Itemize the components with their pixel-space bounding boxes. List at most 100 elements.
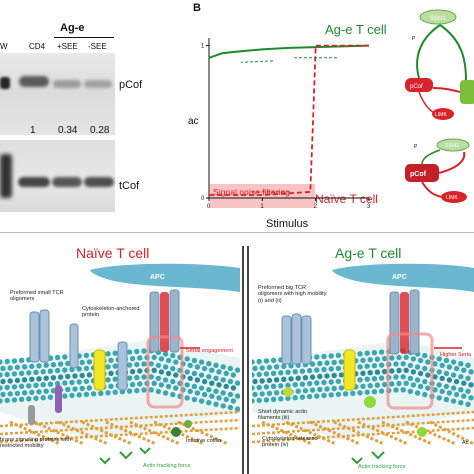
lipid-bead (321, 393, 326, 398)
lipid-bead (127, 388, 132, 393)
big-tcr-3 (302, 316, 311, 364)
lane-label-see-plus: +SEE (57, 42, 78, 51)
lipid-bead (173, 385, 178, 390)
lipid-bead (221, 390, 226, 395)
lipid-bead (372, 363, 377, 368)
lipid-bead (41, 395, 46, 400)
lipid-bead (278, 396, 283, 401)
lipid-bead (170, 392, 175, 397)
lipid-bead (84, 353, 89, 358)
lipid-bead (314, 393, 319, 398)
lipid-bead (170, 379, 175, 384)
lipid-bead (382, 382, 387, 387)
lipid-bead (267, 365, 272, 370)
lipid-bead (365, 390, 370, 395)
lipid-bead (252, 392, 257, 397)
lipid-bead (281, 377, 286, 382)
lipid-bead (80, 386, 85, 391)
lipid-bead (58, 374, 63, 379)
lipid-bead (401, 387, 406, 392)
chart-layer: 012301 (201, 38, 371, 210)
lipid-bead (26, 396, 31, 401)
lipid-bead (29, 390, 34, 395)
lipid-bead (209, 381, 214, 386)
apc-membrane-left (90, 264, 240, 292)
lipid-bead (329, 379, 334, 384)
lipid-bead (228, 379, 233, 384)
lipid-bead (141, 387, 146, 392)
signaling-protein-1 (55, 385, 62, 413)
lipid-bead (252, 366, 257, 371)
lipid-bead (260, 365, 265, 370)
lipid-bead (141, 361, 146, 366)
lipid-bead (365, 377, 370, 382)
lipid-bead (19, 358, 24, 363)
lipid-bead (202, 392, 207, 397)
lipid-bead (324, 386, 329, 391)
lipid-bead (257, 372, 262, 377)
lipid-bead (415, 377, 420, 382)
lipid-bead (310, 387, 315, 392)
lipid-bead (185, 356, 190, 361)
tcr-oligomer-1 (30, 312, 39, 362)
lipid-bead (444, 358, 449, 363)
lipid-bead (130, 356, 135, 361)
lipid-bead (192, 371, 197, 376)
lipid-bead (271, 384, 276, 389)
lipid-bead (213, 363, 218, 368)
lipid-bead (336, 379, 341, 384)
lipid-bead (105, 377, 110, 382)
lipid-bead (293, 382, 298, 387)
x-tick-label-0: 0 (207, 204, 211, 210)
lipid-bead (134, 349, 139, 354)
lipid-bead (62, 393, 67, 398)
lipid-bead (206, 374, 211, 379)
lipid-bead (62, 380, 67, 385)
lipid-bead (447, 364, 452, 369)
actin-force-arrow-3 (140, 448, 150, 453)
lipid-bead (336, 366, 341, 371)
lipid-bead (257, 359, 262, 364)
lipid-bead (321, 354, 326, 359)
lipid-bead (19, 397, 24, 402)
series-line-naive (209, 46, 369, 195)
lipid-bead (199, 398, 204, 403)
lipid-bead (329, 353, 334, 358)
lipid-bead (87, 359, 92, 364)
lipid-bead (465, 363, 470, 368)
signaling-schematic: SSH1 pCof LIMK P SSH1 pCof LIMK P (400, 0, 474, 205)
panel-b-letter: B (193, 2, 201, 14)
lipid-bead (185, 382, 190, 387)
lipid-bead (156, 376, 161, 381)
lipid-bead (336, 392, 341, 397)
lipid-bead (422, 392, 427, 397)
lipid-bead (48, 395, 53, 400)
lipid-bead (113, 377, 118, 382)
lipid-bead (300, 382, 305, 387)
lipid-bead (422, 353, 427, 358)
lipid-bead (231, 385, 236, 390)
lipid-bead (461, 368, 466, 373)
lipid-bead (58, 361, 63, 366)
lipid-bead (314, 354, 319, 359)
limk-top-text: LIMK (435, 112, 447, 118)
lipid-bead (415, 364, 420, 369)
lipid-bead (267, 378, 272, 383)
lipid-bead (372, 376, 377, 381)
lipid-bead (368, 370, 373, 375)
x-tick-label-3: 3 (367, 204, 371, 210)
x-tick-label-1: 1 (260, 204, 264, 210)
lipid-bead (437, 395, 442, 400)
lipid-bead (260, 391, 265, 396)
lipid-bead (231, 398, 236, 403)
label-released-protein: Cytoskeleton-released protein (iv) (262, 436, 332, 449)
pcof-blot (0, 53, 115, 135)
lipid-bead (134, 388, 139, 393)
lipid-bead (213, 376, 218, 381)
lipid-bead (360, 358, 365, 363)
p-label-bottom: P (414, 144, 418, 150)
released-protein (344, 350, 355, 390)
lipid-bead (418, 384, 423, 389)
lipid-bead (29, 364, 34, 369)
ssh1-bottom-text: SSH1 (445, 143, 459, 149)
